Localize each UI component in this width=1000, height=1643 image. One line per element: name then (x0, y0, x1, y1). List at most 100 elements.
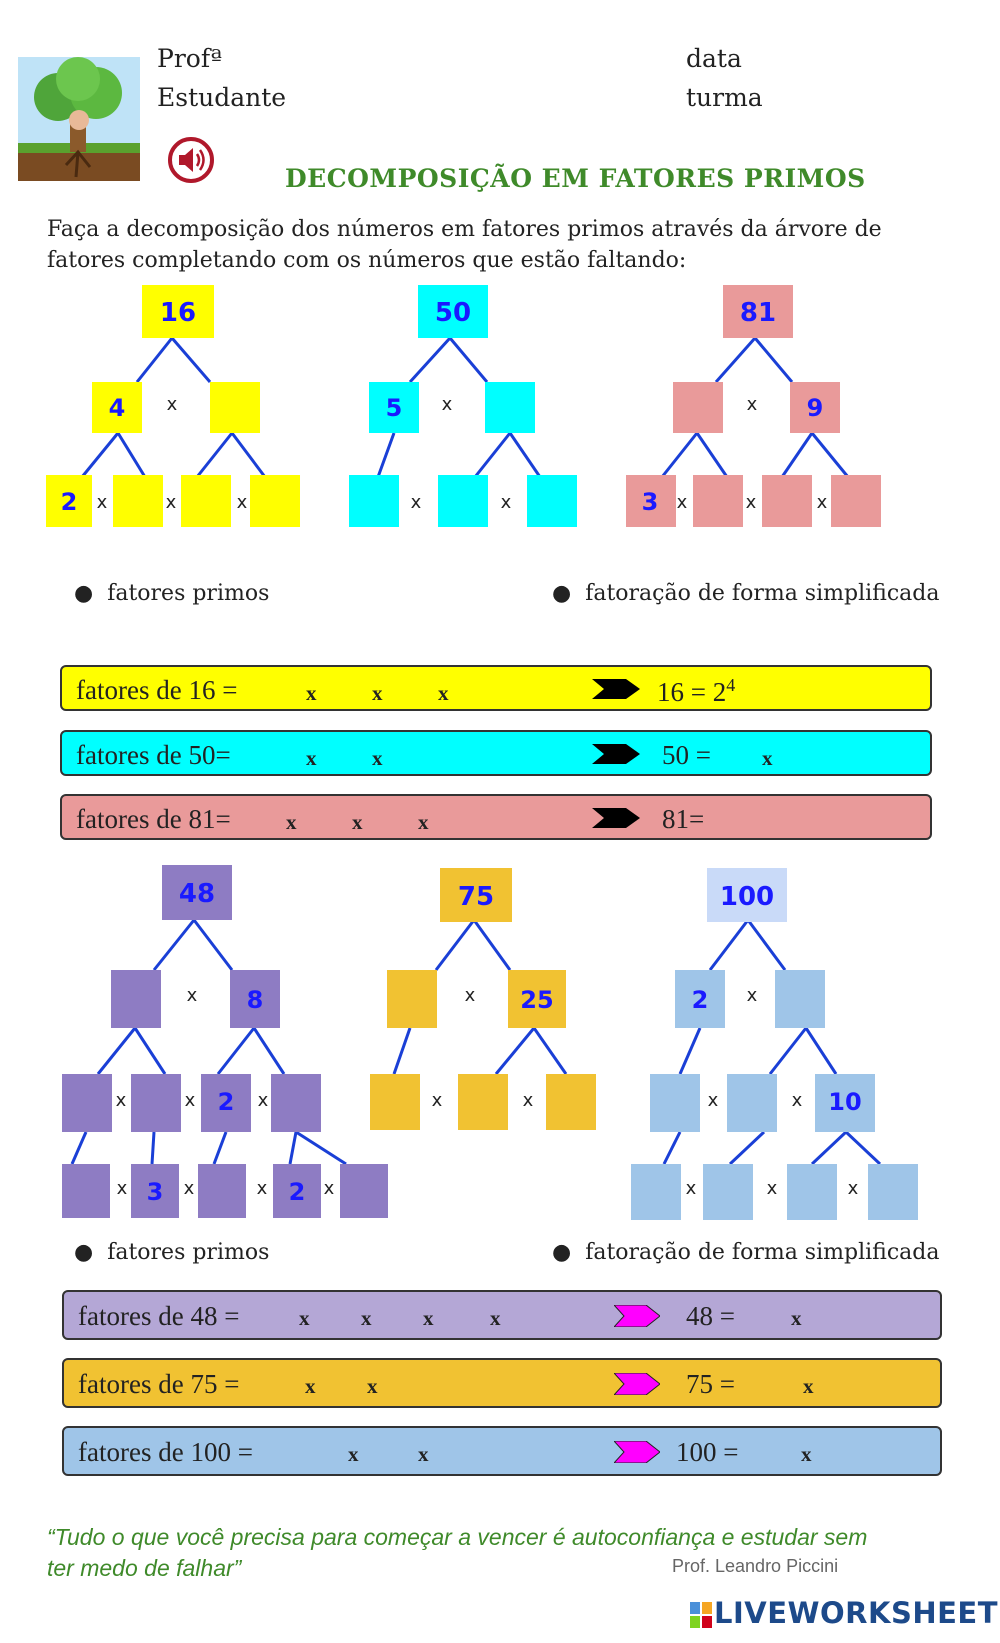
speaker-button[interactable] (166, 135, 216, 185)
tree16-left: 4 (109, 394, 126, 422)
times-sign: x (438, 681, 449, 705)
tree48-l3b-box (131, 1164, 179, 1218)
row-simplified: 48 = (686, 1301, 735, 1331)
tree48-left-blank[interactable] (111, 970, 161, 1028)
tree81-leaf2-blank[interactable] (693, 475, 743, 527)
arrow-icon (592, 808, 640, 828)
tree48-l2a-blank[interactable] (62, 1074, 112, 1132)
times-sign: x (372, 681, 383, 705)
tree75-leaf2-blank[interactable] (458, 1074, 508, 1130)
tree75-leaf1-blank[interactable] (370, 1074, 420, 1130)
times-sign: x (185, 1090, 196, 1111)
tree75-root-box (440, 868, 512, 922)
row-simplified: 81= (662, 804, 705, 834)
tree100-l2c: 10 (828, 1088, 861, 1116)
times-sign: x (97, 492, 108, 513)
tree81-leaf4-blank[interactable] (831, 475, 881, 527)
times-sign: x (305, 1374, 316, 1398)
tree50-leaf1-blank[interactable] (349, 475, 399, 527)
row-simplified: 16 = 24 (657, 675, 736, 707)
times-sign: x (187, 985, 198, 1006)
tree16-right-blank[interactable] (210, 382, 260, 433)
tree16-leaf3-blank[interactable] (181, 475, 231, 527)
speaker-icon (168, 137, 214, 183)
tree75-leaf3-blank[interactable] (546, 1074, 596, 1130)
tree48-l3c-blank[interactable] (198, 1164, 246, 1218)
tree100-left: 2 (692, 986, 709, 1014)
times-sign: x (686, 1178, 697, 1199)
tree16-leaf1: 2 (61, 488, 78, 516)
row-factors-16: fatores de 16 = x x x 16 = 24 (60, 665, 932, 711)
times-sign: x (767, 1178, 778, 1199)
tree81-leaf3-blank[interactable] (762, 475, 812, 527)
tree100-l3c-blank[interactable] (787, 1164, 837, 1220)
tree100-l3b-blank[interactable] (703, 1164, 753, 1220)
tree16-leaf2-blank[interactable] (113, 475, 163, 527)
row-factors-50: fatores de 50= x x 50 = x (60, 730, 932, 776)
tree48-root-box (162, 865, 232, 920)
tree48-l2c: 2 (218, 1088, 235, 1116)
tree48-l3e-blank[interactable] (340, 1164, 388, 1218)
tree16-leaf4-blank[interactable] (250, 475, 300, 527)
tree81-left-blank[interactable] (673, 382, 723, 433)
tree100-root-box (707, 868, 787, 922)
arrow-icon (592, 679, 640, 699)
legend-prime-factors: ● fatores primos (74, 581, 270, 606)
tree81-leaf1-box (626, 475, 676, 527)
times-sign: x (166, 492, 177, 513)
row-simplified: 100 = (676, 1437, 739, 1467)
row-factors-81: fatores de 81= x x x 81= (60, 794, 932, 840)
tree50-right-blank[interactable] (485, 382, 535, 433)
row-simplified: 75 = (686, 1369, 735, 1399)
row-label: fatores de 16 = (76, 675, 238, 705)
times-sign: x (746, 492, 757, 513)
tree50-leaf3-blank[interactable] (527, 475, 577, 527)
quote-author: Prof. Leandro Piccini (672, 1556, 839, 1576)
times-sign: x (817, 492, 828, 513)
times-sign: x (167, 394, 178, 415)
instructions-line-1: Faça a decomposição dos números em fator… (47, 217, 882, 242)
tree81-leaf1: 3 (642, 488, 659, 516)
tree50-left-box (369, 382, 419, 433)
times-sign: x (747, 985, 758, 1006)
tree48-l3d: 2 (289, 1178, 306, 1206)
tree100-right-blank[interactable] (775, 970, 825, 1028)
tree81-root: 81 (740, 298, 776, 328)
times-sign: x (501, 492, 512, 513)
instructions-line-2: fatores completando com os números que e… (47, 248, 687, 273)
tree48-right-box (230, 970, 280, 1028)
times-sign: x (306, 746, 317, 770)
times-sign: x (708, 1090, 719, 1111)
tree100-l2a-blank[interactable] (650, 1074, 700, 1132)
arrow-icon (592, 744, 640, 764)
times-sign: x (423, 1306, 434, 1330)
tree50-left: 5 (386, 394, 403, 422)
tree48-l2b-blank[interactable] (131, 1074, 181, 1132)
row-label: fatores de 81= (76, 804, 231, 834)
times-sign: x (801, 1442, 812, 1466)
times-sign: x (367, 1374, 378, 1398)
legend-simplified: ● fatoração de forma simplificada (552, 1240, 940, 1265)
tree81-right: 9 (807, 394, 824, 422)
tree48-l2d-blank[interactable] (271, 1074, 321, 1132)
tree100-l2b-blank[interactable] (727, 1074, 777, 1132)
row-label: fatores de 100 = (78, 1437, 253, 1467)
tree100-l3a-blank[interactable] (631, 1164, 681, 1220)
times-sign: x (299, 1306, 310, 1330)
tree75-right-box (508, 970, 566, 1028)
tree75-left-blank[interactable] (387, 970, 437, 1028)
times-sign: x (411, 492, 422, 513)
tree100-root: 100 (720, 882, 774, 912)
row-factors-100: fatores de 100 = x x 100 = x (62, 1426, 942, 1476)
tree50-leaf2-blank[interactable] (438, 475, 488, 527)
times-sign: x (257, 1178, 268, 1199)
tree100-l3d-blank[interactable] (868, 1164, 918, 1220)
times-sign: x (306, 681, 317, 705)
tree50-root: 50 (435, 298, 471, 328)
tree48-l3a-blank[interactable] (62, 1164, 110, 1218)
tree75-root: 75 (458, 882, 494, 912)
arrow-icon (614, 1305, 660, 1327)
times-sign: x (237, 492, 248, 513)
quote-line-2: ter medo de falhar” (47, 1555, 242, 1581)
tree16-leaf1-box (46, 475, 92, 527)
